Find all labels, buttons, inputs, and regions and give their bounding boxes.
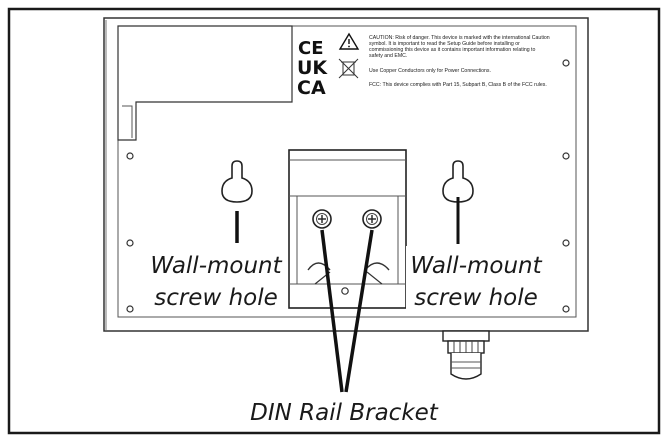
wall-mount-right-line1: Wall-mount xyxy=(410,253,542,279)
ukca-mark-line1: UK xyxy=(297,57,328,79)
hole xyxy=(562,305,570,313)
callout-labels: Wall-mount screw hole Wall-mount screw h… xyxy=(148,246,548,427)
label-recess xyxy=(117,25,293,141)
hole xyxy=(126,239,134,247)
caution-text-1: CAUTION: Risk of danger. This device is … xyxy=(369,35,550,41)
bracket-screw-left xyxy=(312,209,332,229)
caution-text-4: safety and EMC. xyxy=(369,53,407,59)
callout-line-din-right xyxy=(344,229,374,393)
wall-mount-left-line1: Wall-mount xyxy=(150,253,282,279)
label-backdrop-bottom xyxy=(238,395,450,427)
bracket-screw-right xyxy=(362,209,382,229)
copper-note: Use Copper Conductors only for Power Con… xyxy=(369,68,491,74)
caution-text-2: symbol. It is important to read the Setu… xyxy=(369,41,520,47)
hole xyxy=(562,59,570,67)
bracket-hole xyxy=(341,287,349,295)
weee-bin-icon xyxy=(338,58,359,79)
wall-mount-left-line2: screw hole xyxy=(154,285,278,311)
mounting-holes xyxy=(126,59,570,313)
label-backdrop-right xyxy=(406,246,548,310)
caution-text-3: commissioning this device as it contains… xyxy=(369,47,535,53)
compliance-markings: CE UK CA CAUTION: Risk of danger. This d… xyxy=(297,32,550,99)
keyhole-slot-left xyxy=(221,160,253,203)
hole xyxy=(562,239,570,247)
ce-mark: CE xyxy=(298,38,324,59)
din-rail-bracket xyxy=(288,149,407,309)
hole xyxy=(126,152,134,160)
warning-triangle-icon xyxy=(338,32,360,50)
power-connector xyxy=(442,330,490,380)
hole xyxy=(126,305,134,313)
callout-lines xyxy=(235,197,460,393)
fcc-note: FCC: This device complies with Part 15, … xyxy=(369,82,547,88)
hole xyxy=(562,152,570,160)
wall-mount-right-line2: screw hole xyxy=(414,285,538,311)
label-backdrop-left xyxy=(148,246,286,310)
din-rail-label: DIN Rail Bracket xyxy=(250,400,439,426)
callout-line-din-left xyxy=(320,229,344,393)
ukca-mark-line2: CA xyxy=(297,77,326,99)
